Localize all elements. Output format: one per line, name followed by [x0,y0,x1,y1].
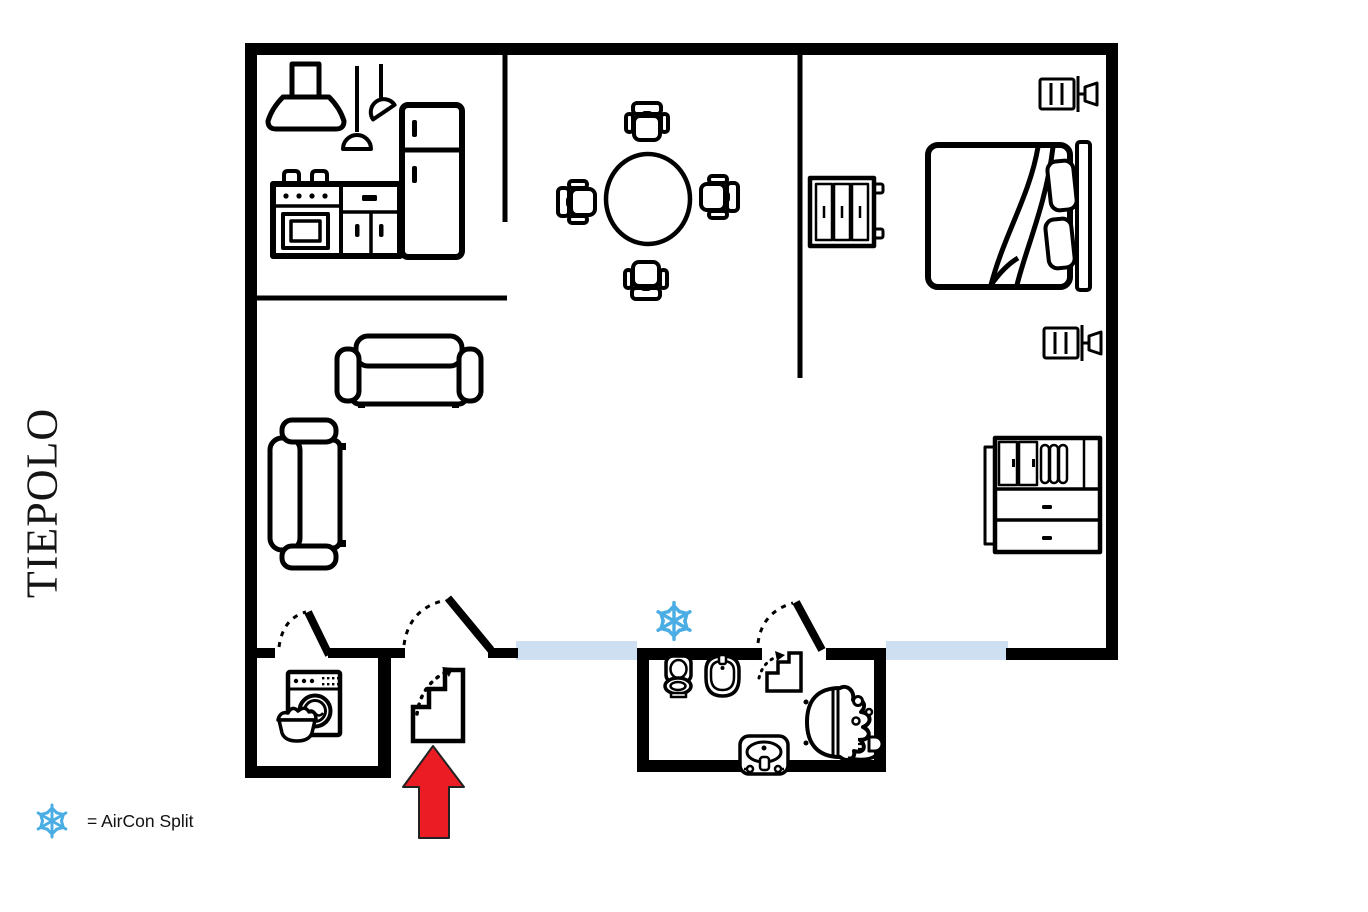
stove-oven-icon [270,169,403,259]
dining-table-icon [603,151,693,247]
snowflake-icon [32,801,72,841]
wall-segment [637,648,649,772]
wardrobe-icon [807,175,885,249]
door-swing-icon [402,595,495,653]
wall-segment [245,648,275,658]
wall-segment [245,43,257,778]
fridge-icon [399,102,465,260]
range-hood-icon [265,61,347,132]
radiator-icon [1042,323,1103,363]
laundry-basket-icon [276,706,318,743]
entrance-arrow-icon [402,745,465,839]
sink-icon [738,734,790,776]
snowflake-icon [655,603,693,640]
stairs-up-icon [757,651,803,693]
dining-chair-icon [623,260,669,301]
aircon-legend: = AirCon Split [32,801,194,841]
wall-segment [387,648,405,658]
wall-segment [245,766,391,778]
pendant-lamp-icon [341,64,397,151]
wall-segment [328,648,390,658]
windows [516,641,1008,660]
loveseat-icon [267,417,346,571]
wall-segment [245,43,1118,55]
dining-chair-icon [624,101,670,142]
wall-segment [1106,43,1118,660]
doors [277,595,826,657]
dining-chair-icon [699,174,740,220]
wall-segment [637,648,762,660]
wall-segment [826,648,886,660]
door-swing-icon [277,610,333,657]
radiator-icon [1038,74,1099,114]
bidet-icon [704,653,741,698]
sofa-icon [334,333,484,408]
aircon-legend-label: = AirCon Split [87,810,194,831]
dining-chair-icon [556,179,597,225]
wall-segment [488,648,518,658]
toilet-icon [663,654,693,699]
door-swing-icon [756,600,826,652]
bathtub-icon [803,684,884,762]
stairs-up-icon [410,667,466,744]
outer-walls [245,43,1118,778]
wall-segment [378,648,391,778]
window-icon [516,641,637,660]
wall-segment [1006,648,1118,660]
window-icon [886,641,1008,660]
interior-walls [252,49,803,378]
double-bed-icon [925,140,1092,292]
dresser-icon [983,435,1103,555]
